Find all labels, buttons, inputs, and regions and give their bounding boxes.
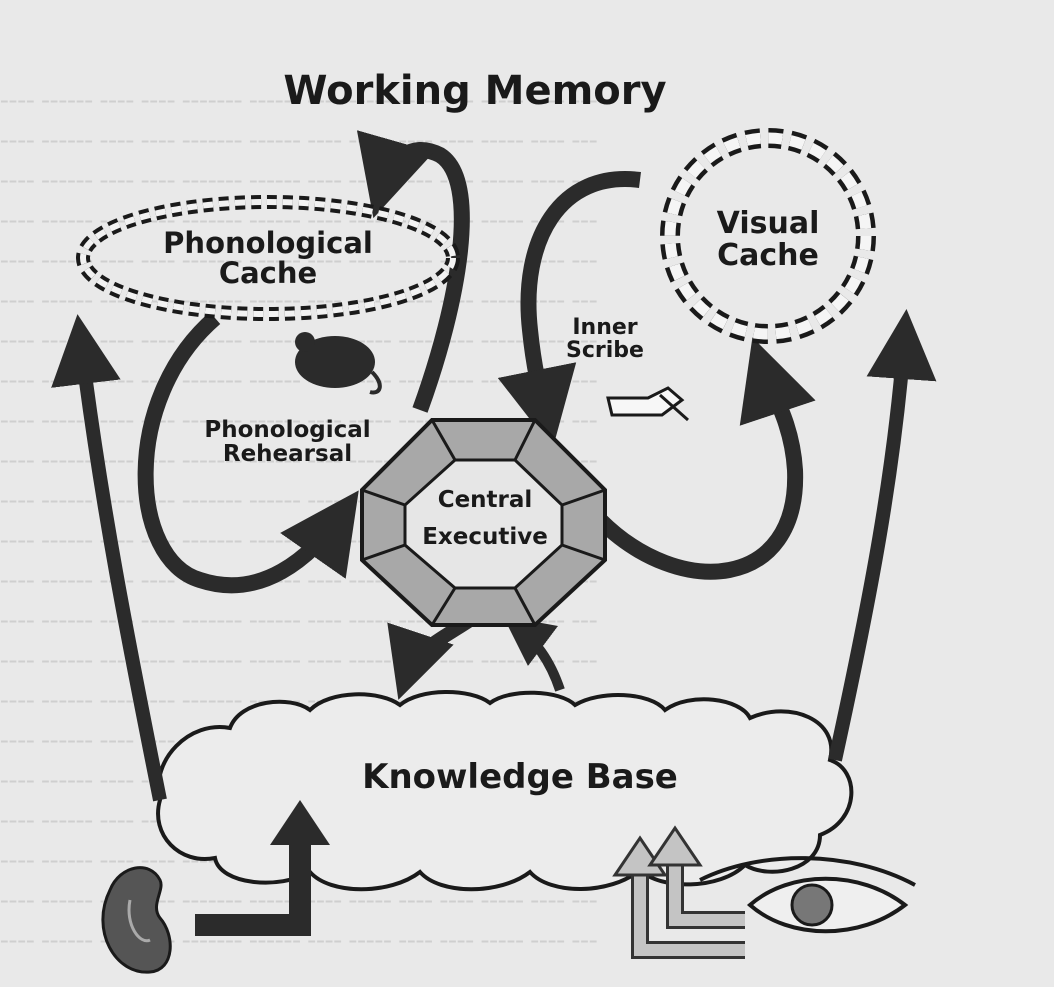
phonological-cache-label: Phonological Cache bbox=[163, 226, 373, 291]
central-executive-octagon bbox=[360, 418, 607, 627]
eye-icon bbox=[699, 856, 916, 934]
mouse-icon bbox=[295, 332, 382, 395]
writing-hand-icon bbox=[606, 386, 689, 422]
arrow-kb-to-visual bbox=[828, 309, 937, 762]
knowledge-base-label: Knowledge Base bbox=[362, 757, 678, 797]
arrow-executive-to-visual bbox=[594, 337, 816, 580]
arrow-rehearsal-loop bbox=[137, 311, 359, 594]
visual-cache-label: Visual Cache bbox=[716, 206, 820, 273]
phonological-cache-ring bbox=[76, 195, 460, 321]
visual-cache-ring bbox=[660, 128, 876, 344]
arrow-executive-to-phonological bbox=[356, 130, 470, 413]
arrow-kb-to-executive bbox=[503, 615, 565, 692]
ear-icon bbox=[101, 866, 172, 974]
phonological-rehearsal-label: Phonological Rehearsal bbox=[204, 417, 371, 468]
inner-scribe-label: Inner Scribe bbox=[566, 315, 644, 364]
arrow-executive-to-kb bbox=[387, 614, 474, 700]
eye-to-kb-arrows bbox=[612, 825, 745, 959]
arrow-kb-to-phonological bbox=[51, 314, 167, 802]
diagram-title: Working Memory bbox=[283, 68, 667, 114]
ear-to-kb-arrow bbox=[195, 800, 330, 936]
arrow-scribe-loop bbox=[497, 171, 641, 449]
central-executive-label: Central Executive bbox=[422, 487, 548, 550]
